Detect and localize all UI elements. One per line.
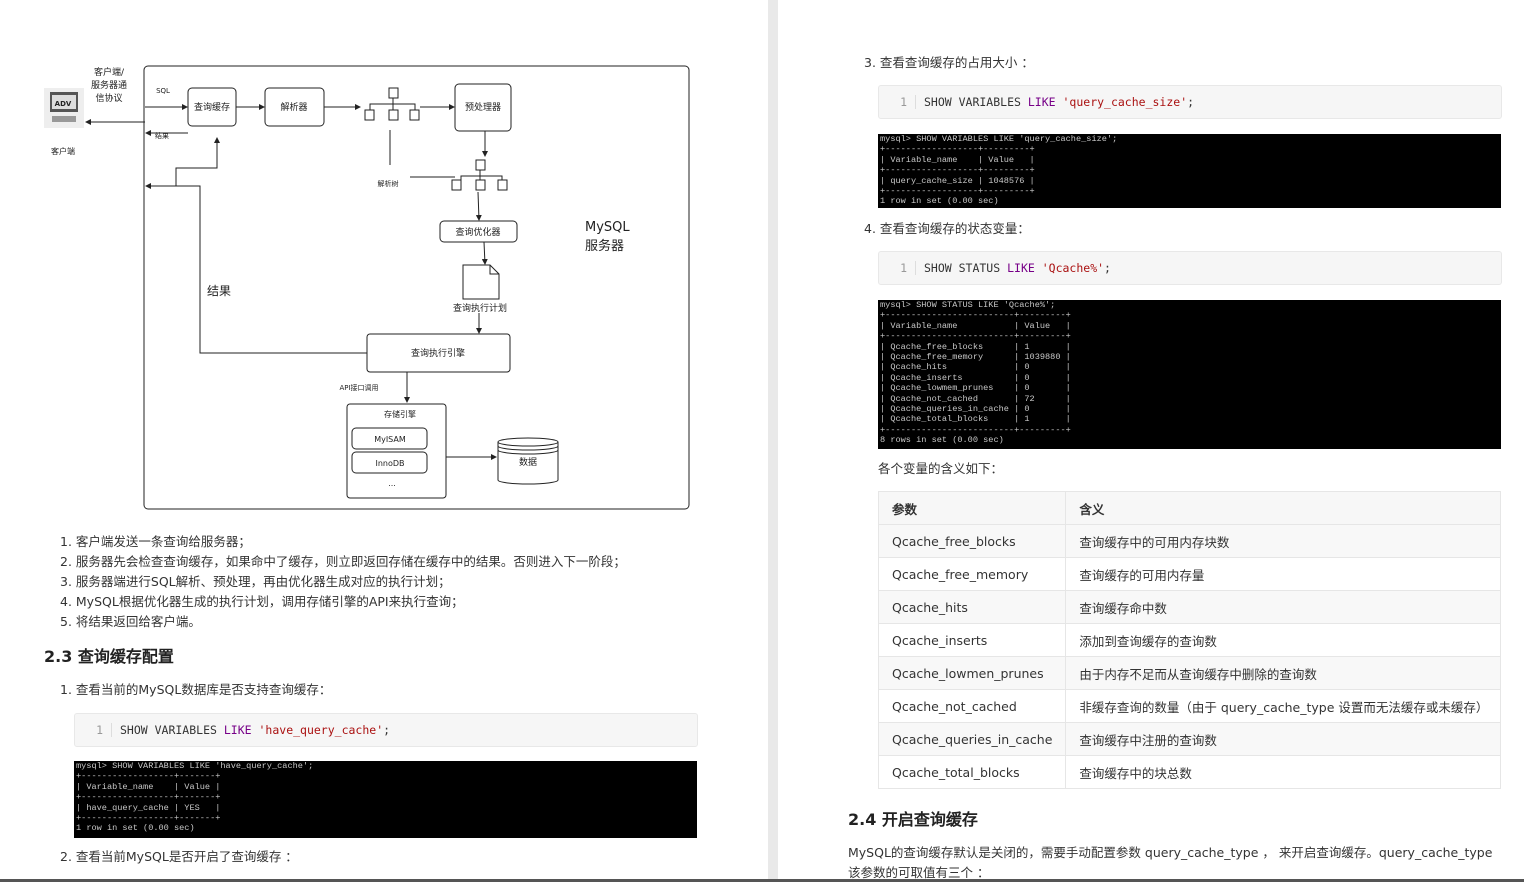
meaning-cell: 非缓存查询的数量（由于 query_cache_type 设置而无法缓存或未缓存… (1065, 689, 1501, 723)
code-string: 'have_query_cache' (258, 723, 384, 737)
bottom-taskbar (0, 879, 1524, 882)
code-text: SHOW VARIABLES (120, 723, 224, 737)
parse-tree-icon (451, 159, 508, 191)
step-item: 2. 服务器先会检查查询缓存，如果命中了缓存，则立即返回存储在缓存中的结果。否则… (60, 554, 626, 569)
client-computer-icon (44, 88, 84, 128)
step-item: 1. 客户端发送一条查询给服务器； (60, 534, 251, 549)
code-string: 'Qcache%' (1041, 261, 1105, 275)
param-cell: Qcache_free_memory (877, 557, 1067, 591)
storage-engine-box (346, 403, 447, 499)
database-icon (497, 437, 559, 485)
query-cache-label: 查询缓存 (194, 101, 230, 113)
code-block[interactable]: 1 SHOW VARIABLES LIKE 'query_cache_size'; (878, 85, 1502, 119)
code-keyword: LIKE (1027, 95, 1056, 109)
section-heading: 2.3 查询缓存配置 (44, 647, 174, 666)
protocol-label: 客户端/ (94, 66, 125, 78)
optimizer-box (439, 220, 518, 243)
result-label: 结果 (155, 131, 169, 140)
column-header: 参数 (877, 491, 1067, 525)
data-label: 数据 (519, 456, 537, 468)
meaning-cell: 查询缓存中注册的查询数 (1065, 722, 1501, 756)
code-text: ; (383, 723, 391, 737)
paragraph: 该参数的可取值有三个 ： (848, 865, 990, 880)
terminal-output: mysql> SHOW VARIABLES LIKE 'query_cache_… (878, 134, 1501, 208)
param-cell: Qcache_hits (877, 590, 1067, 624)
step-item: 5. 将结果返回给客户端。 (60, 614, 201, 629)
meaning-cell: 由于内存不足而从查询缓存中删除的查询数 (1065, 656, 1501, 690)
innodb-label: InnoDB (375, 459, 404, 468)
result-label: 结果 (207, 284, 231, 298)
code-text: SHOW VARIABLES (924, 95, 1028, 109)
paragraph: MySQL的查询缓存默认是关闭的，需要手动配置参数 query_cache_ty… (848, 845, 1493, 860)
server-label: 服务器 (585, 238, 624, 254)
param-cell: Qcache_queries_in_cache (877, 722, 1067, 756)
param-cell: Qcache_free_blocks (877, 524, 1067, 558)
code-block[interactable]: 1 SHOW STATUS LIKE 'Qcache%'; (878, 251, 1502, 285)
list-item: 2. 查看当前MySQL是否开启了查询缓存 ： (60, 849, 298, 864)
step-item: 4. MySQL根据优化器生成的执行计划，调用存储引擎的API来执行查询； (60, 594, 464, 609)
terminal-output: mysql> SHOW VARIABLES LIKE 'have_query_c… (74, 761, 697, 838)
terminal-output: mysql> SHOW STATUS LIKE 'Qcache%'; +----… (878, 300, 1501, 449)
line-number: 1 (879, 261, 916, 275)
param-cell: Qcache_not_cached (877, 689, 1067, 723)
param-cell: Qcache_lowmen_prunes (877, 656, 1067, 690)
more-label: ... (388, 479, 396, 488)
sql-label: SQL (156, 87, 170, 95)
line-number: 1 (75, 723, 112, 737)
code-text: ; (1104, 261, 1111, 275)
meaning-cell: 查询缓存命中数 (1065, 590, 1501, 624)
list-item: 1. 查看当前的MySQL数据库是否支持查询缓存： (60, 682, 332, 697)
myisam-label: MyISAM (374, 435, 406, 444)
code-block[interactable]: 1 SHOW VARIABLES LIKE 'have_query_cache'; (74, 713, 698, 747)
code-text: ; (1187, 95, 1195, 109)
optimizer-label: 查询优化器 (455, 226, 500, 238)
step-item: 3. 服务器端进行SQL解析、预处理，再由优化器生成对应的执行计划； (60, 574, 451, 589)
protocol-label: 信协议 (95, 92, 122, 104)
meaning-cell: 查询缓存的可用内存量 (1065, 557, 1501, 591)
column-header: 含义 (1065, 491, 1501, 525)
parser-label: 解析器 (280, 101, 307, 113)
preprocessor-label: 预处理器 (465, 101, 501, 113)
client-label: 客户端 (51, 146, 75, 156)
protocol-label: 服务器通 (91, 79, 127, 91)
storage-label: 存储引擎 (384, 409, 416, 419)
preprocessor-box (454, 83, 512, 132)
parse-tree-icon (364, 87, 420, 121)
line-number: 1 (879, 95, 916, 109)
server-label: MySQL (585, 220, 630, 235)
meaning-cell: 查询缓存中的可用内存块数 (1065, 524, 1501, 558)
parse-tree-label: 解析树 (378, 179, 399, 188)
meaning-cell: 添加到查询缓存的查询数 (1065, 623, 1501, 657)
client-screen-label: ADV (55, 100, 72, 108)
list-item: 3. 查看查询缓存的占用大小 ： (864, 55, 1034, 70)
plan-document-icon (462, 264, 500, 300)
paragraph: 各个变量的含义如下： (878, 461, 1004, 476)
server-frame (143, 65, 690, 510)
code-text: SHOW STATUS (924, 261, 1008, 275)
list-item: 4. 查看查询缓存的状态变量： (864, 221, 1030, 236)
param-cell: Qcache_inserts (877, 623, 1067, 657)
code-keyword: LIKE (1007, 261, 1035, 275)
param-cell: Qcache_total_blocks (877, 755, 1067, 789)
mysql-architecture-diagram: ADV 客户端 客户端/ 服务器通 信协议 SQL 结果 查询缓存 解析器 预处… (44, 65, 690, 510)
meaning-cell: 查询缓存中的块总数 (1065, 755, 1501, 789)
api-label: API接口调用 (339, 383, 378, 392)
section-heading: 2.4 开启查询缓存 (848, 810, 978, 829)
code-keyword: LIKE (223, 723, 252, 737)
engine-label: 查询执行引擎 (411, 347, 465, 359)
plan-label: 查询执行计划 (453, 302, 507, 314)
code-string: 'query_cache_size' (1062, 95, 1188, 109)
